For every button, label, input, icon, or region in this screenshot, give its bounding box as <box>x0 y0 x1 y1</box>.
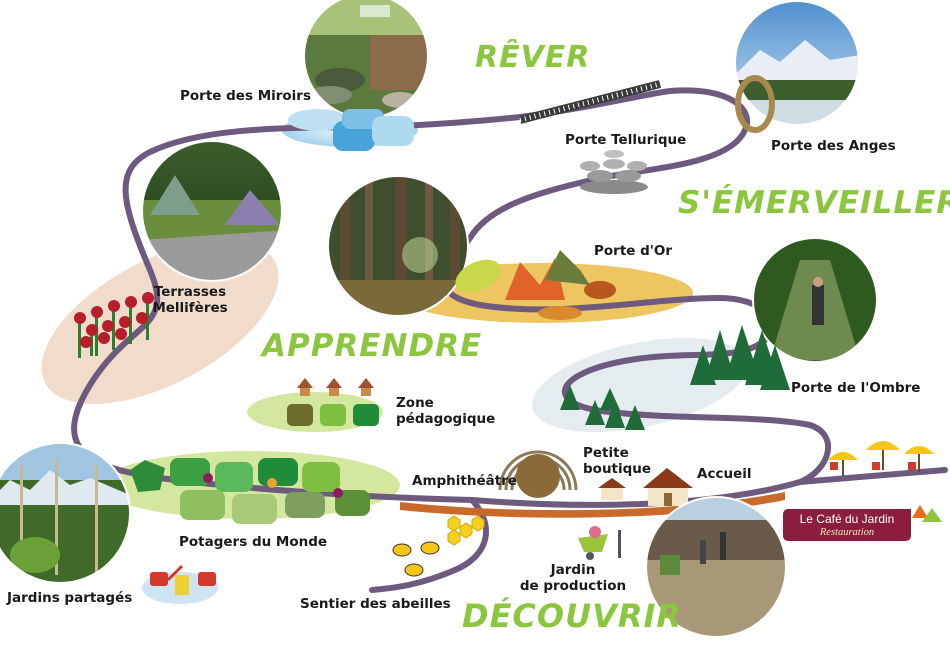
label-boutique-line2: boutique <box>583 461 652 477</box>
label-terrasses-line2: Mellifères <box>152 300 228 316</box>
photo-accueil <box>646 497 786 637</box>
tellurique-stones <box>580 150 648 194</box>
porte-anges-ring <box>735 75 775 133</box>
label-jardin-production[interactable]: Jardin de production <box>518 562 628 594</box>
heading-apprendre: APPRENDRE <box>262 328 483 364</box>
cafe-du-jardin-badge[interactable]: Le Café du Jardin Restauration <box>783 509 911 541</box>
wheelbarrow-icon <box>578 526 621 560</box>
cafe-name: Le Café du Jardin <box>799 512 895 526</box>
cafe-parasols <box>828 441 934 476</box>
sentier-path <box>369 497 489 593</box>
autumn-leaves <box>455 250 616 320</box>
amphitheatre-icon <box>498 450 578 498</box>
boutique-house <box>598 478 626 500</box>
photo-porte-anges <box>735 1 859 125</box>
accueil-house <box>643 468 693 506</box>
railway <box>519 80 661 124</box>
label-porte-tellurique[interactable]: Porte Tellurique <box>565 132 687 148</box>
potagers-beds <box>130 458 370 524</box>
label-terrasses-melliferes[interactable]: Terrasses Mellifères <box>150 284 230 316</box>
heading-rever: RÊVER <box>475 40 591 75</box>
label-porte-ombre[interactable]: Porte de l'Ombre <box>791 380 921 396</box>
heading-emerveiller: S'ÉMERVEILLER <box>678 185 950 221</box>
zone-pedagogique-icons <box>287 378 379 426</box>
label-porte-miroirs[interactable]: Porte des Miroirs <box>180 88 312 104</box>
label-amphitheatre[interactable]: Amphithéâtre <box>412 473 518 489</box>
heading-decouvrir: DÉCOUVRIR <box>462 597 683 635</box>
photo-porte-ombre <box>753 238 877 362</box>
watering-cans <box>142 564 218 604</box>
label-terrasses-line1: Terrasses <box>153 284 227 300</box>
label-jardin-prod-line1: Jardin <box>550 562 596 578</box>
cafe-subtitle: Restauration <box>819 527 875 538</box>
zone-pedagogique-blob <box>247 392 383 432</box>
label-sentier-abeilles[interactable]: Sentier des abeilles <box>300 596 451 612</box>
label-zone-line2: pédagogique <box>396 411 496 427</box>
bees-honeycomb <box>392 515 485 577</box>
melliferes-flowers <box>74 292 154 358</box>
label-accueil[interactable]: Accueil <box>697 466 752 482</box>
photo-jardins-partages <box>0 443 130 583</box>
label-jardin-prod-line2: de production <box>519 578 627 594</box>
label-zone-pedagogique[interactable]: Zone pédagogique <box>396 395 495 427</box>
mirror-stones <box>288 109 414 151</box>
label-jardins-partages[interactable]: Jardins partagés <box>7 590 133 606</box>
label-porte-or[interactable]: Porte d'Or <box>594 243 673 259</box>
label-boutique-line1: Petite <box>583 445 629 461</box>
photo-porte-miroirs <box>304 0 428 118</box>
label-porte-anges[interactable]: Porte des Anges <box>771 138 896 154</box>
path-to-cafe <box>797 467 948 485</box>
label-potagers[interactable]: Potagers du Monde <box>179 534 328 550</box>
label-petite-boutique[interactable]: Petite boutique <box>583 445 651 477</box>
label-zone-line1: Zone <box>396 395 434 411</box>
cafe-logo-leaves <box>912 505 942 522</box>
ombre-trees <box>560 325 790 430</box>
